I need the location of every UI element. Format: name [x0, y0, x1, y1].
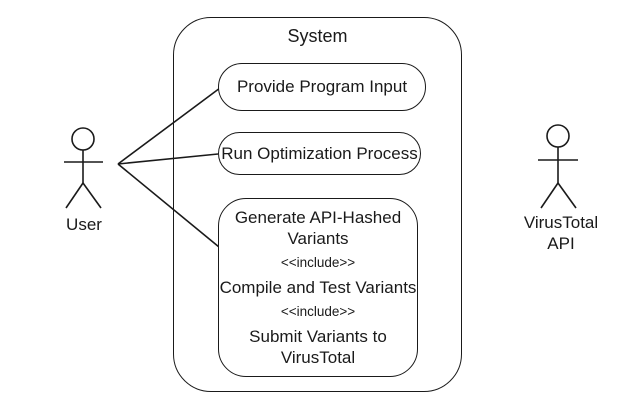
- user-actor-figure: [64, 127, 103, 209]
- system-boundary-box: [173, 17, 462, 392]
- association-line-user-run-optimization: [117, 153, 219, 165]
- usecase-provide-program-input-label: Provide Program Input: [236, 77, 408, 96]
- association-line-user-provide-input: [117, 87, 221, 165]
- usecase-submit-variants-to-virustotal-label: Submit Variants to VirusTotal: [249, 327, 387, 367]
- include-stereotype-2: <<include>>: [280, 304, 356, 319]
- association-line-user-variant-chain: [117, 163, 220, 248]
- user-actor-label: User: [66, 215, 102, 234]
- usecase-run-optimization-process: Run Optimization Process: [218, 132, 421, 175]
- usecase-generate-api-hashed-variants-label: Generate API-Hashed Variants: [234, 208, 402, 248]
- virustotal-actor-label-line1: VirusTotal: [523, 213, 599, 232]
- include-stereotype-1: <<include>>: [280, 255, 356, 270]
- usecase-group-variant-chain: Generate API-Hashed Variants <<include>>…: [218, 198, 418, 377]
- virustotal-actor-head: [546, 124, 570, 148]
- virustotal-actor-label: VirusTotal API: [511, 212, 611, 254]
- usecase-run-optimization-process-label: Run Optimization Process: [221, 143, 418, 163]
- system-title: System: [287, 26, 348, 46]
- virustotal-actor-label-line2: API: [547, 234, 575, 253]
- usecase-compile-and-test-variants-label: Compile and Test Variants: [219, 278, 417, 297]
- user-actor-head: [71, 127, 95, 151]
- usecase-provide-program-input: Provide Program Input: [218, 63, 426, 111]
- virustotal-actor-figure: [538, 124, 578, 209]
